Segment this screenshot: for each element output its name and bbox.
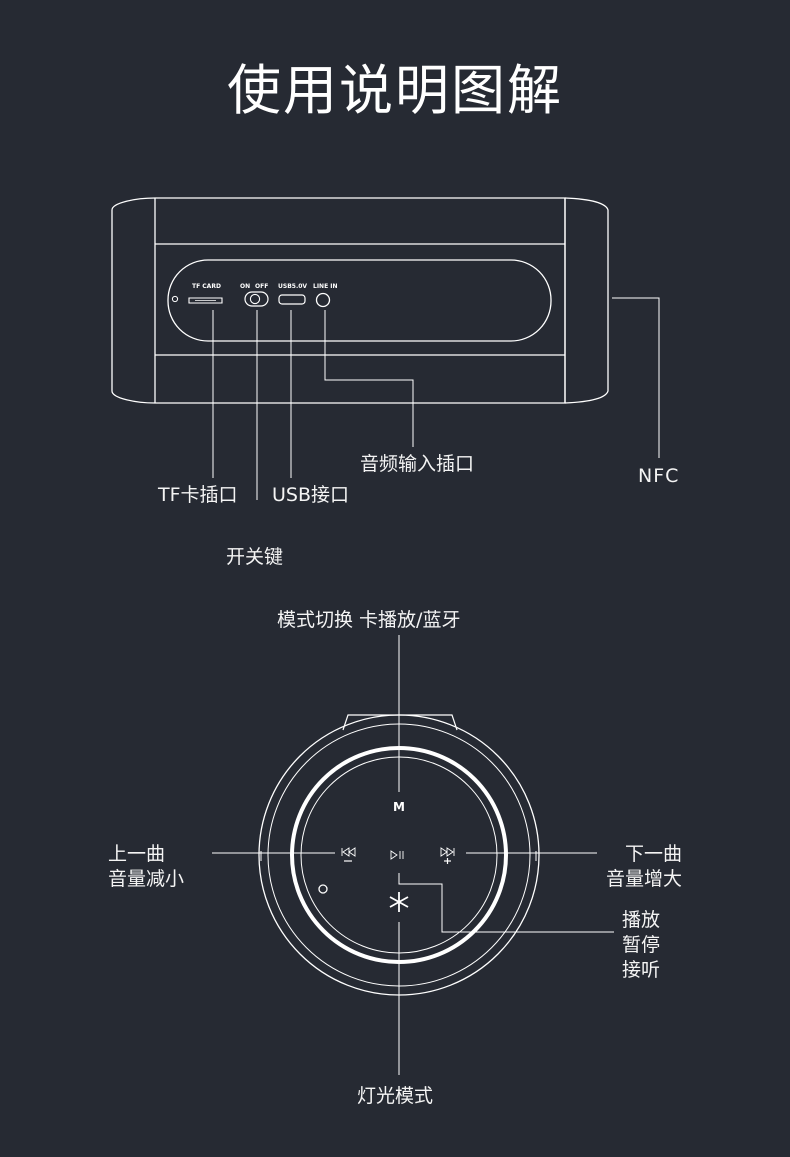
usb-port-label: USB5.0V (278, 283, 307, 290)
mode-button[interactable]: M (393, 800, 405, 814)
prev-callout-line2: 音量减小 (108, 868, 185, 890)
speaker-body-outline (155, 197, 566, 404)
light-mode-callout: 灯光模式 (357, 1085, 434, 1107)
next-track-icon[interactable] (440, 847, 455, 864)
right-end-cap (564, 197, 609, 404)
left-end-cap (111, 197, 156, 404)
power-switch-callout: 开关键 (226, 546, 284, 568)
next-callout-line2: 音量增大 (605, 868, 682, 890)
speaker-side-diagram: TF CARD ON OFF USB5.0V LINE IN (111, 197, 660, 500)
aux-port-callout: 音频输入插口 (360, 453, 475, 475)
play-pause-icon[interactable] (390, 850, 404, 860)
on-label: ON (240, 283, 250, 290)
port-panel (167, 259, 552, 342)
prev-callout-line1: 上一曲 (108, 843, 166, 865)
play-callout-line3: 接听 (622, 959, 661, 981)
next-callout-line1: 下一曲 (624, 843, 682, 865)
play-leader (398, 873, 614, 933)
off-label: OFF (255, 283, 268, 290)
page-title: 使用说明图解 (227, 59, 563, 122)
play-callout-line1: 播放 (622, 909, 661, 931)
line-in-jack (315, 292, 331, 308)
tf-slot-shape (188, 297, 223, 304)
led-indicator (171, 295, 179, 303)
usb-port-shape (278, 294, 306, 305)
light-mode-icon[interactable] (389, 892, 409, 912)
mic-hole (318, 884, 328, 894)
strap-handle (342, 714, 458, 731)
aux-leader (324, 310, 414, 447)
nfc-leader (612, 297, 660, 458)
power-switch-shape (244, 291, 269, 307)
nfc-callout: NFC (638, 465, 680, 487)
mode-switch-callout: 模式切换 卡播放/蓝牙 (277, 609, 461, 631)
usb-port-callout: USB接口 (272, 484, 350, 506)
play-callout-line2: 暂停 (622, 934, 661, 956)
speaker-top-diagram: M (212, 635, 614, 1075)
prev-track-icon[interactable] (341, 847, 356, 862)
tf-card-port-label: TF CARD (192, 283, 221, 290)
tf-slot-callout: TF卡插口 (158, 484, 238, 506)
line-in-port-label: LINE IN (313, 283, 338, 290)
